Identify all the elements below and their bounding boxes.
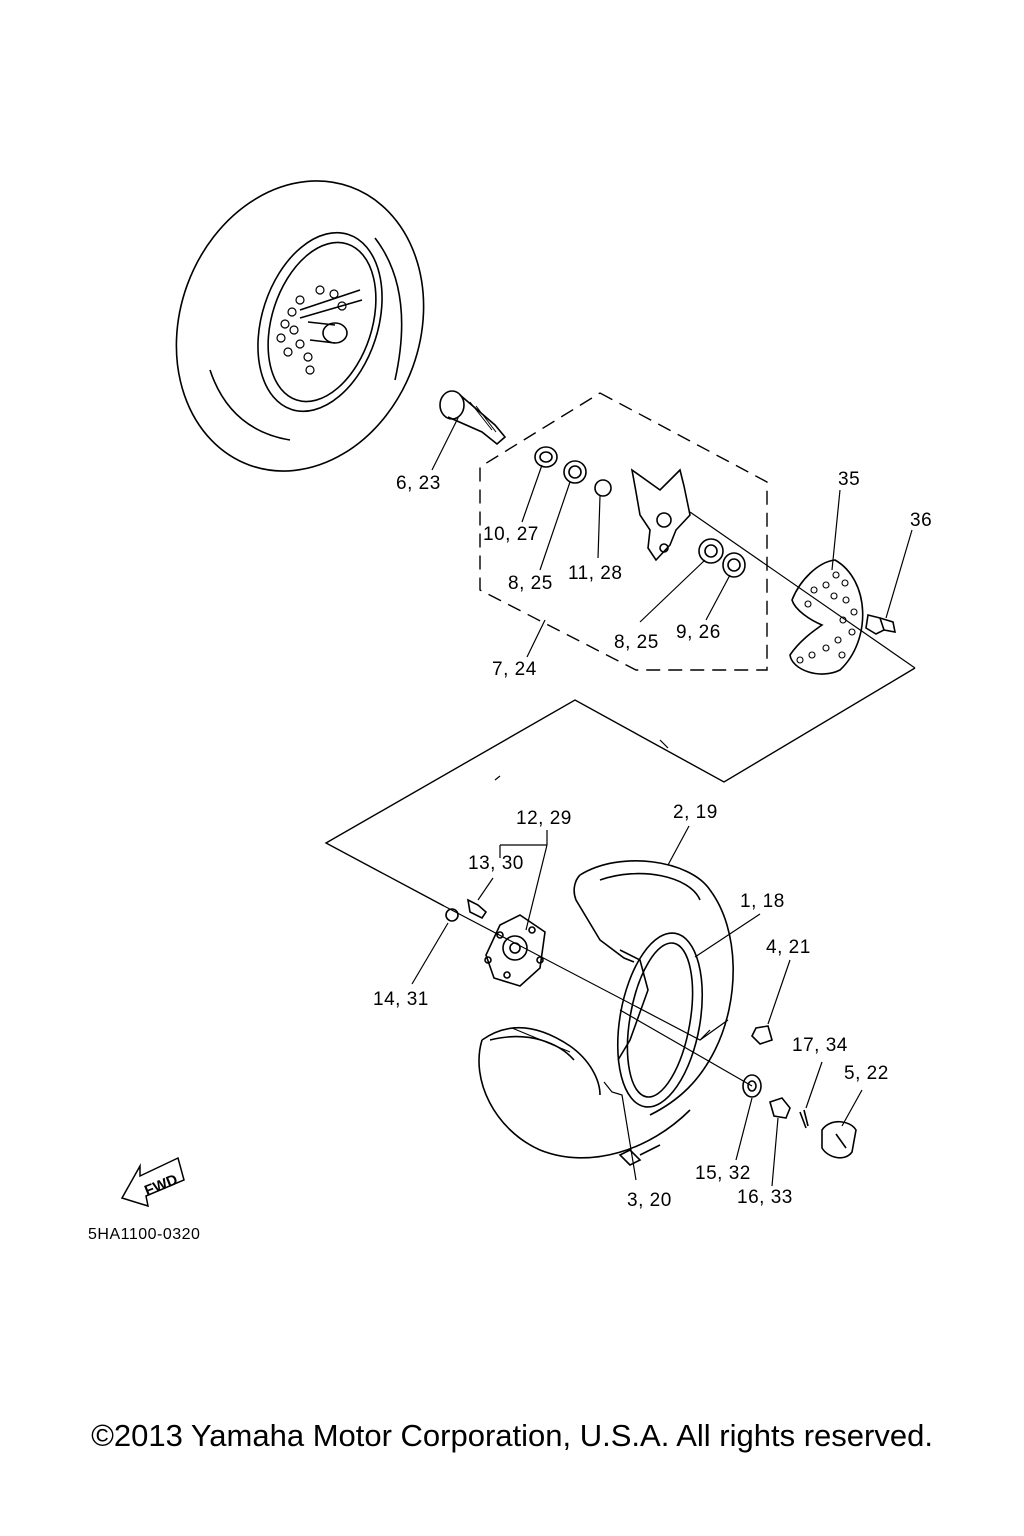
axis-line-upper [689,511,916,669]
wheel-nut [751,1025,773,1045]
callout-label: 6, 23 [396,473,441,494]
cotter-pin [799,1109,809,1129]
disc-bolt [865,614,897,635]
callout-label: 16, 33 [737,1187,793,1208]
circlip [445,908,459,922]
collar-11-28 [594,479,612,497]
hub-cap [821,1120,857,1159]
fwd-label: FWD [142,1171,180,1200]
callout-label: 2, 19 [673,802,718,823]
knuckle-group-outline [479,392,768,671]
callout-label: 9, 26 [676,622,721,643]
air-valve [618,1144,661,1166]
castle-nut [769,1097,791,1119]
callout-label: 1, 18 [740,891,785,912]
callout-label: 8, 25 [614,632,659,653]
callout-label: 3, 20 [627,1190,672,1211]
callout-label: 7, 24 [492,659,537,680]
knuckle [630,468,691,562]
bearing-10-27 [534,446,558,468]
callout-label: 10, 27 [483,524,539,545]
rim [616,932,704,1108]
washer [742,1074,762,1098]
brake-disc [789,559,864,675]
assembly-link-outline [324,667,916,907]
callout-label: 5, 22 [844,1063,889,1084]
axle-shaft [439,390,507,446]
callout-label: 14, 31 [373,989,429,1010]
tire-upper-half [573,860,734,1116]
bearing-8-25-b [698,538,724,564]
leader-lines [411,417,913,1187]
axis-line-lower [443,905,729,1041]
hub-stud [466,898,488,920]
seal-9-26 [722,552,746,578]
callout-label: 8, 25 [508,573,553,594]
wheel-disc-holes [276,285,347,375]
copyright-notice: ©2013 Yamaha Motor Corporation, U.S.A. A… [91,1418,933,1453]
callout-label: 36 [910,510,933,531]
callout-label: 4, 21 [766,937,811,958]
callout-label: 12, 29 [516,808,572,829]
fwd-arrow-icon: FWD [120,1156,185,1208]
diagram-code: 5HA1100-0320 [88,1226,201,1243]
callout-label: 17, 34 [792,1035,848,1056]
front-wheel-assembly [175,180,425,472]
bearing-8-25-a [563,460,587,484]
callout-label: 15, 32 [695,1163,751,1184]
callout-label: 13, 30 [468,853,524,874]
tire-lower-half [478,1026,691,1159]
callout-label: 35 [838,469,861,490]
hub [484,914,546,987]
callout-label: 11, 28 [568,563,623,584]
